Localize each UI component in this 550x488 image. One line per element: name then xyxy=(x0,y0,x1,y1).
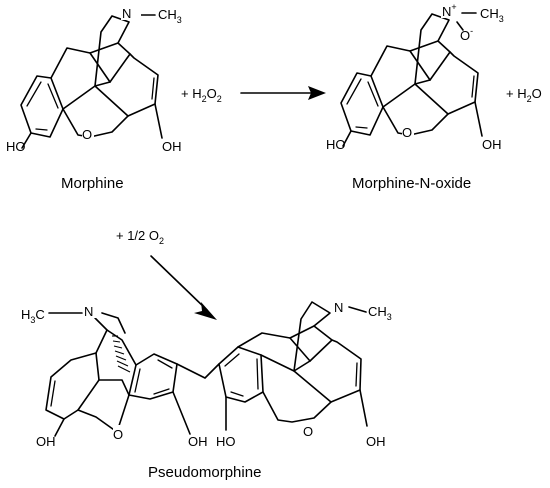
pseudo-right-ring-b xyxy=(237,332,311,362)
pseudo-right-quaternary xyxy=(260,354,311,372)
pseudo-left-allylic-oh: OH xyxy=(36,434,56,449)
pseudo-right-aromatic-double-3 xyxy=(256,358,259,390)
peroxide-reaction: + H2O2 + H2O xyxy=(181,86,542,104)
pseudo-right-aromatic-ring xyxy=(218,346,264,403)
n-oxide-aromatic-double-2 xyxy=(355,126,368,129)
n-oxide-name: Morphine-N-oxide xyxy=(352,175,471,192)
pseudo-right-phenol-oh: HO xyxy=(216,434,236,449)
oxygen-reagent: + 1/2 O2 xyxy=(116,228,164,246)
pseudo-right-furan xyxy=(262,370,332,423)
n-oxide-phenol-bond xyxy=(342,130,352,147)
pseudo-left-quaternary xyxy=(95,352,100,381)
pseudo-left-hashed-wedge xyxy=(112,335,131,373)
morphine-phenol-oh: HO xyxy=(6,139,26,154)
pseudo-right-allylic-oh: OH xyxy=(366,434,386,449)
n-oxide-allylic-oh-bond xyxy=(474,101,483,137)
n-oxide-piperidine xyxy=(409,13,450,85)
pseudo-left-bridge-o: O xyxy=(113,427,123,442)
pseudo-left-aromatic-double-1 xyxy=(157,359,173,369)
pseudomorphine-structure: H3C N N CH3 O O OH OH HO OH Pseudomorphi… xyxy=(21,298,392,481)
morphine-aromatic-double-3 xyxy=(47,83,59,109)
oxygen-arrow-head xyxy=(194,302,217,320)
n-oxide-n-o-bond xyxy=(456,21,464,31)
pseudo-right-ring-c xyxy=(330,339,362,403)
morphine-aromatic-double-1 xyxy=(26,81,42,107)
pseudo-left-bridge-1 xyxy=(101,312,126,334)
morphine-ring-c xyxy=(127,53,159,117)
n-oxide-ring-b xyxy=(370,45,431,81)
pseudo-left-n-label: N xyxy=(84,304,93,319)
pseudo-left-methyl-label: H3C xyxy=(21,307,45,325)
pseudo-right-bridge-o: O xyxy=(303,424,313,439)
n-oxide-quaternary-bonds xyxy=(382,79,431,108)
morphine-ring-b xyxy=(50,47,111,83)
pseudo-right-n-label: N xyxy=(334,300,343,315)
n-oxide-structure: N+ CH3 O- O HO OH Morphine-N-oxide xyxy=(326,2,504,192)
pseudo-left-aromatic-ring xyxy=(128,353,178,400)
pseudo-left-phenol-bond xyxy=(172,391,191,435)
pseudo-right-ring-c-double xyxy=(355,362,358,387)
n-oxide-aromatic-double-1 xyxy=(346,78,362,105)
morphine-allylic-oh: OH xyxy=(162,139,182,154)
pseudo-right-methyl-label: CH3 xyxy=(368,304,392,322)
pseudo-left-aromatic-double-3 xyxy=(134,368,141,393)
morphine-allylic-oh-bond xyxy=(154,103,163,139)
pseudo-right-n-methyl-bond xyxy=(348,306,367,313)
n-oxide-allylic-oh: OH xyxy=(482,137,502,152)
pseudo-right-piperidine xyxy=(289,301,331,372)
pseudo-left-aromatic-double-2 xyxy=(153,388,170,395)
pseudo-right-ring-bridge xyxy=(309,325,333,362)
n-oxide-ring-c xyxy=(447,51,479,115)
n-oxide-aromatic-double-3 xyxy=(367,81,379,107)
morphine-quaternary-bonds xyxy=(62,81,111,110)
n-oxide-o-minus: O- xyxy=(460,26,473,43)
pseudo-left-n-bond xyxy=(94,317,108,331)
pseudo-left-ring-c-double xyxy=(50,380,56,407)
morphine-n-label: N xyxy=(122,6,131,21)
n-oxide-furan xyxy=(382,83,449,136)
n-oxide-bridge-o: O xyxy=(402,125,412,140)
n-oxide-phenol-oh: HO xyxy=(326,137,346,152)
pseudomorphine-name: Pseudomorphine xyxy=(148,464,261,481)
pseudo-left-furan xyxy=(77,394,130,433)
pseudo-right-allylic-oh-bond xyxy=(359,389,368,427)
oxygen-arrow-shaft xyxy=(150,255,208,311)
water-byproduct: + H2O xyxy=(506,86,542,104)
morphine-name: Morphine xyxy=(61,175,124,192)
pseudo-right-aromatic-double-1 xyxy=(224,353,240,367)
peroxide-arrow-head xyxy=(308,86,326,100)
morphine-ring-c-double xyxy=(151,77,155,100)
morphine-furan xyxy=(62,85,129,138)
morphine-ring-bridge xyxy=(109,42,131,83)
morphine-phenol-bond xyxy=(21,132,32,149)
morphine-bridge-o: O xyxy=(82,127,92,142)
morphine-aromatic-double-2 xyxy=(35,128,48,131)
n-oxide-ring-c-double xyxy=(471,75,475,98)
n-oxide-ring-bridge xyxy=(429,40,451,81)
peroxide-reagent: + H2O2 xyxy=(181,86,222,104)
morphine-methyl-label: CH3 xyxy=(158,7,182,25)
pseudo-left-ring-b xyxy=(95,329,137,366)
n-oxide-methyl-label: CH3 xyxy=(480,6,504,24)
pseudo-left-phenol-oh: OH xyxy=(188,434,208,449)
oxygen-reaction: + 1/2 O2 xyxy=(116,228,217,320)
n-oxide-n-label: N+ xyxy=(442,2,457,19)
pseudo-left-allylic-oh-bond xyxy=(54,418,65,437)
morphine-structure: N CH3 O HO OH Morphine xyxy=(6,4,182,192)
pseudo-right-aromatic-double-2 xyxy=(230,391,244,397)
pseudo-left-rings-cd xyxy=(45,352,130,420)
pseudo-biaryl-bond xyxy=(176,363,220,379)
morphine-piperidine xyxy=(89,15,130,87)
